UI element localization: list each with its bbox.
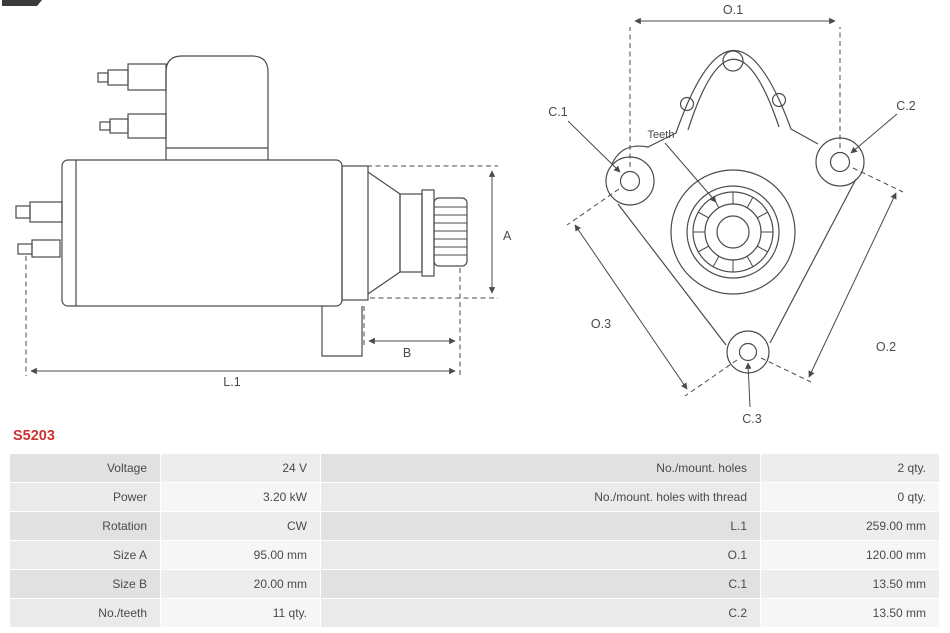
spec-value: 2 qty. (761, 454, 940, 483)
spec-label: Rotation (10, 512, 161, 541)
spec-label: Size A (10, 541, 161, 570)
technical-drawing: A B L.1 (2, 0, 916, 426)
spec-label: No./mount. holes with thread (321, 483, 761, 512)
spec-label: O.1 (321, 541, 761, 570)
spec-label: No./mount. holes (321, 454, 761, 483)
part-number: S5203 (13, 428, 55, 444)
spec-value: 259.00 mm (761, 512, 940, 541)
spec-table: Voltage 24 V No./mount. holes 2 qty. Pow… (10, 454, 940, 628)
spec-value: 20.00 mm (161, 570, 321, 599)
spec-label: Voltage (10, 454, 161, 483)
starter-side-view (15, 55, 468, 357)
dim-label-a: A (503, 229, 512, 243)
spec-label: Size B (10, 570, 161, 599)
spec-value: 24 V (161, 454, 321, 483)
spec-label: C.2 (321, 599, 761, 628)
spec-value: 120.00 mm (761, 541, 940, 570)
teeth-label: Teeth (648, 129, 675, 141)
dim-label-o2: O.2 (876, 340, 896, 354)
dim-label-c3: C.3 (742, 412, 762, 426)
front-view-dimension-lines (566, 17, 904, 408)
dim-label-b: B (403, 346, 411, 360)
dim-label-o1: O.1 (723, 3, 743, 17)
spec-label: C.1 (321, 570, 761, 599)
spec-value: 0 qty. (761, 483, 940, 512)
side-view-dimension-lines (25, 165, 498, 376)
flange-front-view (605, 50, 865, 374)
spec-value: 13.50 mm (761, 599, 940, 628)
spec-value: 95.00 mm (161, 541, 321, 570)
spec-value: 3.20 kW (161, 483, 321, 512)
spec-value: 13.50 mm (761, 570, 940, 599)
spec-label: No./teeth (10, 599, 161, 628)
spec-value: 11 qty. (161, 599, 321, 628)
spec-label: Power (10, 483, 161, 512)
logo-fragment (2, 0, 42, 6)
spec-label: L.1 (321, 512, 761, 541)
dim-label-c1: C.1 (548, 105, 568, 119)
spec-value: CW (161, 512, 321, 541)
dim-label-c2: C.2 (896, 99, 916, 113)
dim-label-l1: L.1 (223, 375, 240, 389)
dim-label-o3: O.3 (591, 317, 611, 331)
